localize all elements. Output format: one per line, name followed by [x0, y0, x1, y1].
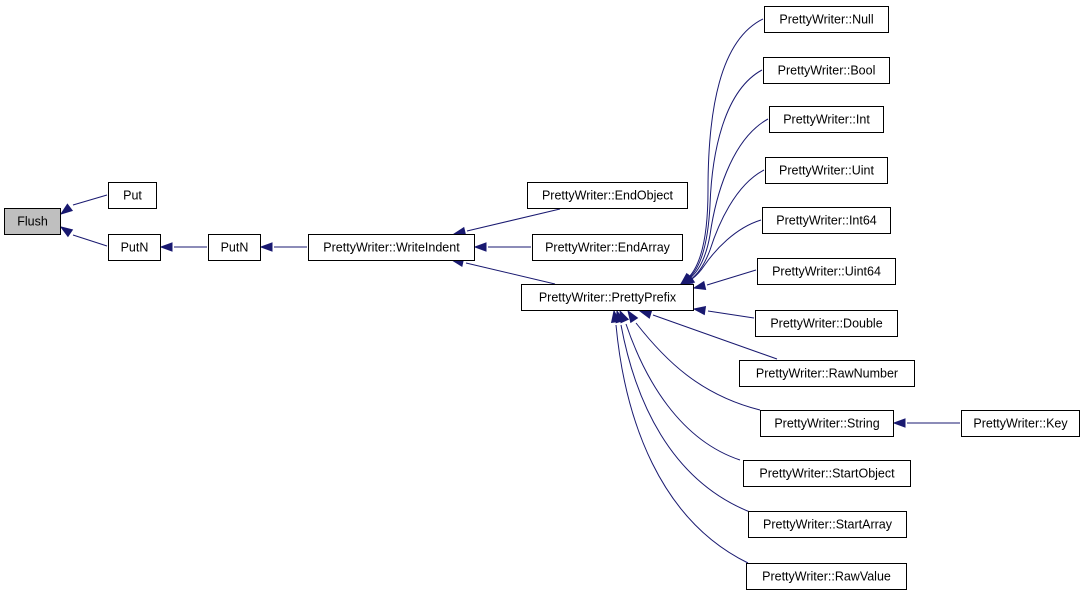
- node-flush[interactable]: Flush: [4, 208, 61, 235]
- node-label: PutN: [121, 241, 149, 255]
- edge-bool-to-prettyprefix: [679, 69, 763, 285]
- node-box: [527, 182, 688, 209]
- arrowhead: [692, 280, 707, 291]
- node-label: Put: [123, 189, 142, 203]
- node-box: [755, 310, 898, 337]
- edge-prettyprefix-to-writeindent: [450, 257, 556, 285]
- node-endobject[interactable]: PrettyWriter::EndObject: [527, 182, 688, 209]
- node-null[interactable]: PrettyWriter::Null: [764, 6, 889, 33]
- node-putn2[interactable]: PutN: [208, 234, 261, 261]
- node-startobject[interactable]: PrettyWriter::StartObject: [743, 460, 911, 487]
- node-label: PrettyWriter::RawNumber: [756, 367, 898, 381]
- edge-rawvalue-to-prettyprefix: [610, 309, 749, 564]
- node-box: [532, 234, 683, 261]
- node-label: PrettyWriter::Int: [783, 113, 870, 127]
- node-label: PrettyWriter::Bool: [778, 64, 876, 78]
- node-box: [748, 511, 907, 538]
- edge-putn1-to-flush: [59, 226, 108, 247]
- edge-put-to-flush: [59, 194, 108, 215]
- node-putn1[interactable]: PutN: [108, 234, 161, 261]
- arrowhead: [627, 309, 639, 324]
- edge-key-to-string: [892, 418, 960, 428]
- node-box: [739, 360, 915, 387]
- node-rawvalue[interactable]: PrettyWriter::RawValue: [746, 563, 907, 590]
- node-put[interactable]: Put: [108, 182, 157, 209]
- node-uint[interactable]: PrettyWriter::Uint: [765, 157, 888, 184]
- edge-startobject-to-prettyprefix: [619, 309, 741, 461]
- edge-int64-to-prettyprefix: [681, 219, 762, 286]
- node-label: PrettyWriter::Int64: [776, 214, 877, 228]
- node-prettyprefix[interactable]: PrettyWriter::PrettyPrefix: [521, 284, 694, 311]
- edge-uint64-to-prettyprefix: [692, 269, 757, 291]
- node-label: PrettyWriter::RawValue: [762, 570, 891, 584]
- node-box: [764, 6, 889, 33]
- edge-int-to-prettyprefix: [679, 118, 769, 285]
- node-rawnumber[interactable]: PrettyWriter::RawNumber: [739, 360, 915, 387]
- arrowhead: [638, 309, 653, 319]
- node-label: PrettyWriter::Null: [779, 13, 873, 27]
- node-box: [208, 234, 261, 261]
- edge-string-to-prettyprefix: [627, 309, 761, 411]
- arrowhead: [892, 418, 906, 428]
- arrowhead: [692, 305, 707, 316]
- node-label: PrettyWriter::StartArray: [763, 518, 893, 532]
- node-box: [763, 57, 890, 84]
- node-writeindent[interactable]: PrettyWriter::WriteIndent: [308, 234, 475, 261]
- edge-endarray-to-writeindent: [473, 242, 531, 252]
- node-label: PrettyWriter::WriteIndent: [323, 241, 460, 255]
- node-box: [961, 410, 1080, 437]
- arrowhead: [473, 242, 487, 252]
- arrowhead: [681, 274, 696, 286]
- edge-endobject-to-writeindent: [452, 208, 561, 237]
- node-int[interactable]: PrettyWriter::Int: [769, 106, 884, 133]
- node-box: [108, 234, 161, 261]
- node-endarray[interactable]: PrettyWriter::EndArray: [532, 234, 683, 261]
- node-label: PrettyWriter::PrettyPrefix: [539, 291, 677, 305]
- node-key[interactable]: PrettyWriter::Key: [961, 410, 1080, 437]
- node-box: [308, 234, 475, 261]
- edge-putn2-to-putn1: [159, 242, 207, 252]
- node-label: Flush: [17, 215, 48, 229]
- node-label: PutN: [221, 241, 249, 255]
- arrowhead: [610, 309, 621, 324]
- arrowhead: [59, 203, 74, 215]
- node-label: PrettyWriter::EndArray: [545, 241, 671, 255]
- node-box: [762, 207, 891, 234]
- node-label: PrettyWriter::Uint64: [772, 265, 881, 279]
- node-box: [746, 563, 907, 590]
- edge-double-to-prettyprefix: [692, 305, 755, 319]
- node-box: [4, 208, 61, 235]
- arrowhead: [159, 242, 173, 252]
- node-label: PrettyWriter::Double: [770, 317, 882, 331]
- edge-uint-to-prettyprefix: [679, 169, 765, 285]
- edge-startarray-to-prettyprefix: [615, 309, 751, 513]
- node-bool[interactable]: PrettyWriter::Bool: [763, 57, 890, 84]
- node-box: [743, 460, 911, 487]
- node-int64[interactable]: PrettyWriter::Int64: [762, 207, 891, 234]
- edges-layer: [59, 18, 960, 564]
- node-string[interactable]: PrettyWriter::String: [760, 410, 894, 437]
- node-double[interactable]: PrettyWriter::Double: [755, 310, 898, 337]
- arrowhead: [259, 242, 273, 252]
- arrowhead: [59, 226, 74, 238]
- node-box: [521, 284, 694, 311]
- node-label: PrettyWriter::EndObject: [542, 189, 674, 203]
- node-box: [108, 182, 157, 209]
- node-box: [760, 410, 894, 437]
- node-label: PrettyWriter::Key: [973, 417, 1068, 431]
- node-uint64[interactable]: PrettyWriter::Uint64: [757, 258, 896, 285]
- node-box: [765, 157, 888, 184]
- node-box: [769, 106, 884, 133]
- node-label: PrettyWriter::Uint: [779, 164, 874, 178]
- node-label: PrettyWriter::StartObject: [759, 467, 895, 481]
- edge-writeindent-to-putn2: [259, 242, 307, 252]
- node-label: PrettyWriter::String: [774, 417, 879, 431]
- node-box: [757, 258, 896, 285]
- node-startarray[interactable]: PrettyWriter::StartArray: [748, 511, 907, 538]
